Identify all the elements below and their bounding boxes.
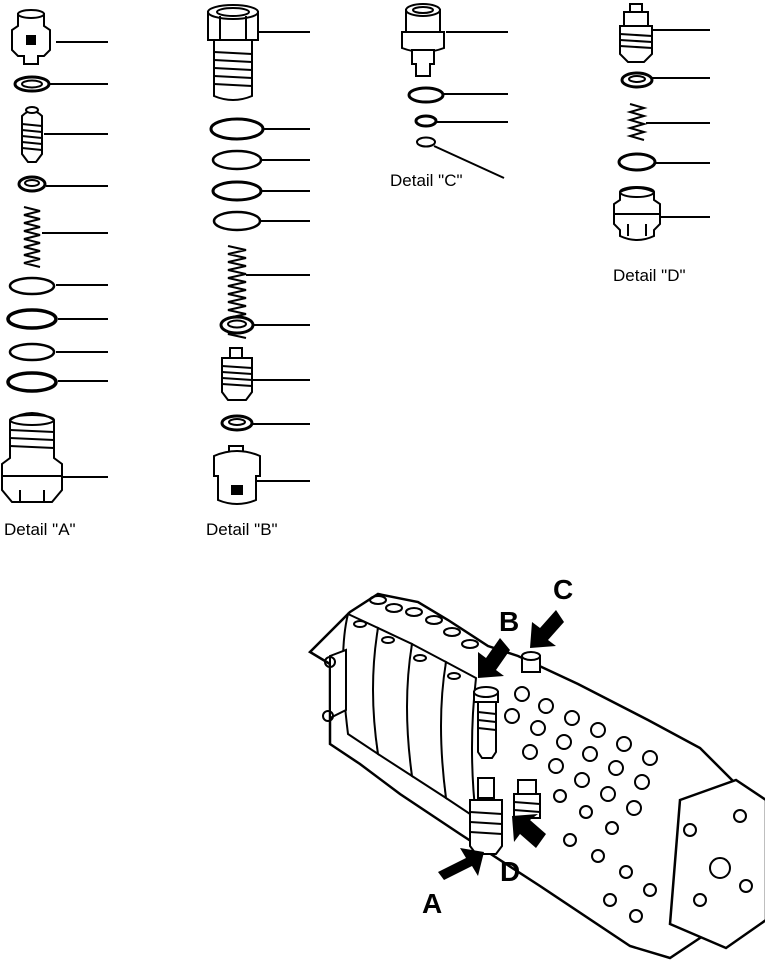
cartridge-b [473, 686, 499, 759]
detail-a-oring-3 [8, 342, 56, 362]
cartridge-a [469, 777, 503, 855]
detail-d-body [613, 186, 661, 241]
valve-top-ports [353, 595, 479, 680]
detail-b-label: Detail "B" [206, 520, 278, 539]
arrow-d [512, 814, 546, 848]
valve-bore-grid [504, 686, 658, 923]
detail-a-spring [23, 206, 41, 268]
detail-a-oring-4 [6, 371, 58, 393]
detail-d-spring [626, 103, 648, 141]
detail-a-leaders [42, 41, 108, 478]
detail-a-oring-2 [6, 308, 58, 330]
detail-d-washer [620, 71, 654, 89]
detail-c-oring-1 [407, 86, 445, 104]
detail-a-body [1, 412, 63, 503]
indicator-arrows [438, 610, 564, 880]
detail-a-label: Detail "A" [4, 520, 76, 539]
arrow-c-label: C [553, 574, 574, 605]
detail-b-washer-1 [219, 315, 255, 335]
detail-c-oring-2 [414, 114, 438, 128]
detail-d-label: Detail "D" [613, 266, 686, 285]
detail-a-group [1, 9, 108, 503]
detail-b-washer-2 [220, 414, 254, 432]
valve-section-4 [440, 660, 478, 821]
detail-b-leaders [246, 31, 310, 482]
detail-c-group [401, 3, 508, 179]
detail-c-oring-3 [416, 136, 436, 148]
detail-a-washer [17, 175, 47, 193]
detail-a-cap [11, 9, 51, 65]
valve-end-plate-left [329, 648, 347, 720]
detail-b-poppet [221, 347, 253, 401]
detail-d-group [613, 3, 710, 241]
detail-b-oring-3 [211, 180, 263, 202]
cartridge-c [521, 651, 541, 673]
detail-a-seal [13, 75, 51, 93]
arrow-a [438, 848, 484, 880]
detail-b-cap [207, 4, 259, 101]
detail-d-leaders [646, 29, 710, 218]
arrow-b [478, 638, 510, 678]
detail-d-poppet [619, 3, 653, 63]
detail-b-oring-2 [211, 149, 263, 171]
detail-b-oring-4 [212, 210, 262, 232]
detail-b-sleeve [213, 445, 261, 505]
valve-end-plate-right [668, 778, 765, 950]
detail-c-leaders [433, 31, 508, 179]
detail-c-plug [401, 3, 445, 77]
arrow-d-label: D [500, 856, 521, 887]
bolt-head [324, 656, 336, 668]
bolt-head [322, 710, 334, 722]
cartridge-d [513, 779, 541, 819]
arrow-c [530, 610, 564, 648]
control-valve-assembly [307, 592, 765, 960]
detail-b-group [207, 4, 310, 505]
detail-a-poppet [21, 106, 43, 163]
arrow-a-label: A [422, 888, 443, 919]
detail-a-oring-1 [8, 276, 56, 296]
valve-end-bolts [683, 809, 753, 907]
detail-d-oring [617, 152, 657, 172]
detail-b-oring-1 [209, 117, 265, 141]
arrow-b-label: B [499, 606, 520, 637]
detail-c-label: Detail "C" [390, 171, 463, 190]
